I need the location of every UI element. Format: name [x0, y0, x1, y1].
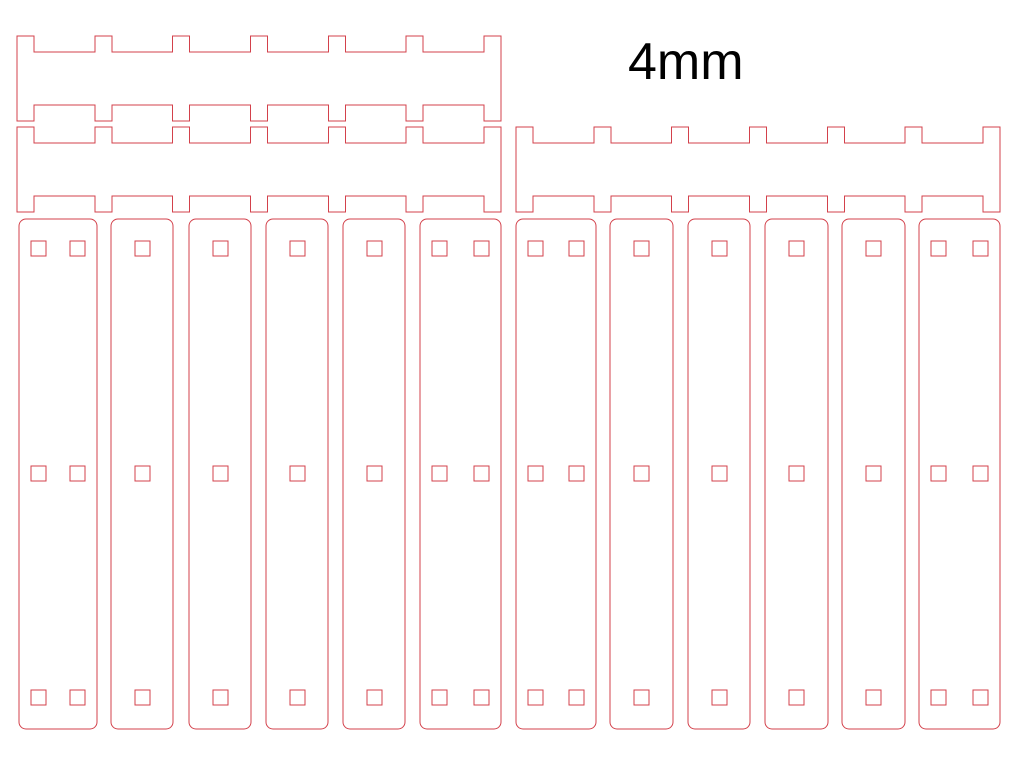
slot-hole — [633, 465, 650, 482]
slot-hole — [633, 240, 650, 257]
slot-hole — [568, 689, 585, 706]
slot-hole — [431, 240, 448, 257]
slot-hole — [289, 465, 306, 482]
slot-hole — [865, 465, 882, 482]
slot-hole — [212, 465, 229, 482]
slot-hole — [30, 240, 47, 257]
strip-outline — [918, 218, 1001, 730]
slot-hole — [527, 240, 544, 257]
strips-group — [18, 218, 1001, 730]
slot-hole — [527, 465, 544, 482]
strip-outline — [110, 218, 174, 730]
slot-hole — [568, 240, 585, 257]
strip-outline — [841, 218, 906, 730]
slot-hole — [972, 240, 989, 257]
slot-hole — [865, 240, 882, 257]
slot-hole — [473, 689, 490, 706]
strip-5 — [342, 218, 406, 730]
strip-2 — [110, 218, 174, 730]
slot-hole — [972, 689, 989, 706]
strip-4 — [265, 218, 329, 730]
slot-hole — [473, 465, 490, 482]
strip-3 — [188, 218, 252, 730]
strip-7 — [515, 218, 597, 730]
slot-hole — [212, 689, 229, 706]
slot-hole — [431, 689, 448, 706]
slot-hole — [69, 689, 86, 706]
slot-hole — [788, 689, 805, 706]
slot-hole — [289, 240, 306, 257]
slot-hole — [366, 240, 383, 257]
slot-hole — [788, 465, 805, 482]
slot-hole — [711, 465, 728, 482]
strip-outline — [764, 218, 829, 730]
strip-8 — [609, 218, 674, 730]
strip-10 — [764, 218, 829, 730]
comb-rail-middle-right — [515, 126, 1001, 213]
strip-outline — [419, 218, 502, 730]
slot-hole — [134, 689, 151, 706]
strip-outline — [515, 218, 597, 730]
material-thickness-label: 4mm — [628, 33, 744, 91]
slot-hole — [568, 465, 585, 482]
slot-hole — [527, 689, 544, 706]
strip-outline — [265, 218, 329, 730]
slot-hole — [134, 465, 151, 482]
strip-11 — [841, 218, 906, 730]
slot-hole — [633, 689, 650, 706]
slot-hole — [473, 240, 490, 257]
strip-9 — [687, 218, 751, 730]
strip-outline — [188, 218, 252, 730]
strip-outline — [687, 218, 751, 730]
slot-hole — [930, 240, 947, 257]
strip-6 — [419, 218, 502, 730]
slot-hole — [972, 465, 989, 482]
slot-hole — [366, 689, 383, 706]
comb-rail-top-left — [16, 35, 502, 122]
slot-hole — [865, 689, 882, 706]
strip-outline — [18, 218, 98, 730]
slot-hole — [930, 465, 947, 482]
slot-hole — [30, 465, 47, 482]
slot-hole — [134, 240, 151, 257]
slot-hole — [788, 240, 805, 257]
comb-rails-group — [16, 35, 1001, 213]
strip-12 — [918, 218, 1001, 730]
slot-hole — [711, 240, 728, 257]
slot-hole — [69, 240, 86, 257]
slot-hole — [69, 465, 86, 482]
slot-hole — [930, 689, 947, 706]
comb-rail-middle-left — [16, 126, 502, 213]
slot-hole — [366, 465, 383, 482]
slot-hole — [711, 689, 728, 706]
strip-outline — [609, 218, 674, 730]
strip-outline — [342, 218, 406, 730]
slot-hole — [30, 689, 47, 706]
slot-hole — [289, 689, 306, 706]
slot-hole — [431, 465, 448, 482]
strip-1 — [18, 218, 98, 730]
slot-hole — [212, 240, 229, 257]
